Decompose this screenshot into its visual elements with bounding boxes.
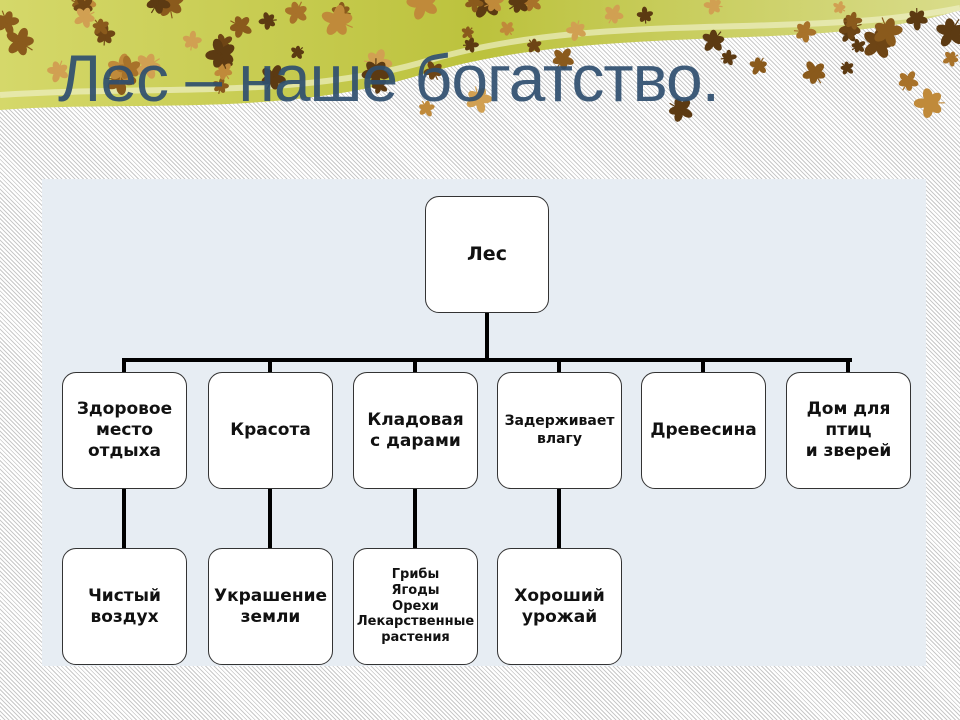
- leaf-icon: [0, 10, 20, 35]
- falling-leaves: [0, 0, 960, 122]
- leaf-icon: [720, 49, 737, 66]
- leaf-icon: [802, 61, 826, 84]
- slide-title: Лес – наше богатство.: [58, 41, 720, 115]
- leaf-icon: [943, 51, 959, 67]
- leaf-icon: [843, 11, 863, 30]
- leaf-icon: [463, 37, 479, 53]
- leaf-icon: [321, 4, 353, 35]
- leaf-icon: [74, 7, 95, 28]
- leaf-icon: [419, 100, 435, 117]
- leaf-icon: [461, 26, 474, 39]
- leaf-icon: [898, 71, 919, 91]
- leaf-icon: [229, 16, 252, 38]
- autumn-banner: [0, 0, 960, 122]
- leaf-icon: [371, 78, 388, 94]
- leaf-icon: [466, 86, 493, 113]
- leaf-icon: [552, 48, 574, 70]
- leaf-icon: [423, 61, 442, 81]
- leaf-icon: [135, 53, 161, 79]
- leaf-icon: [523, 0, 541, 12]
- node-level2-clean-air: Чистый воздух: [62, 548, 187, 665]
- node-level1-pantry: Кладовая с дарами: [353, 372, 478, 489]
- leaf-icon: [499, 21, 515, 36]
- node-level1-beauty: Красота: [208, 372, 333, 489]
- node-level2-gifts: Грибы Ягоды Орехи Лекарственные растения: [353, 548, 478, 665]
- leaf-icon: [284, 1, 307, 24]
- leaf-icon: [793, 21, 817, 43]
- leaf-icon: [465, 0, 484, 13]
- leaf-icon: [205, 38, 235, 69]
- leaf-icon: [913, 88, 945, 118]
- leaf-icon: [6, 27, 34, 56]
- leaf-icon: [291, 45, 305, 59]
- leaf-icon: [92, 18, 109, 35]
- node-root: Лес: [425, 196, 549, 313]
- leaf-icon: [840, 61, 854, 75]
- leaf-icon: [874, 17, 903, 47]
- leaf-icon: [116, 55, 141, 81]
- leaf-icon: [47, 60, 68, 83]
- node-level1-timber: Древесина: [641, 372, 766, 489]
- leaf-icon: [527, 38, 542, 53]
- leaf-icon: [406, 0, 437, 20]
- leaf-icon: [749, 57, 767, 75]
- leaf-icon: [361, 58, 390, 88]
- leaf-icon: [703, 0, 723, 15]
- leaf-icon: [833, 1, 846, 14]
- leaf-icon: [484, 0, 505, 12]
- leaf-icon: [566, 20, 586, 41]
- leaf-icon: [146, 0, 171, 14]
- node-level1-rest: Здоровое место отдыха: [62, 372, 187, 489]
- leaf-icon: [508, 0, 529, 13]
- leaf-icon: [213, 77, 229, 95]
- node-level2-harvest: Хороший урожай: [497, 548, 622, 665]
- leaf-icon: [702, 29, 725, 51]
- leaf-icon: [851, 38, 866, 53]
- node-level1-moisture: Задерживает влагу: [497, 372, 622, 489]
- leaf-icon: [258, 12, 277, 30]
- leaf-icon: [669, 98, 693, 122]
- leaf-icon: [936, 18, 960, 47]
- leaf-icon: [636, 6, 653, 24]
- leaf-icon: [906, 8, 928, 31]
- leaf-icon: [261, 65, 286, 90]
- node-level2-decoration: Украшение земли: [208, 548, 333, 665]
- leaf-icon: [604, 4, 624, 24]
- node-level1-home: Дом для птиц и зверей: [786, 372, 911, 489]
- leaf-icon: [182, 30, 202, 51]
